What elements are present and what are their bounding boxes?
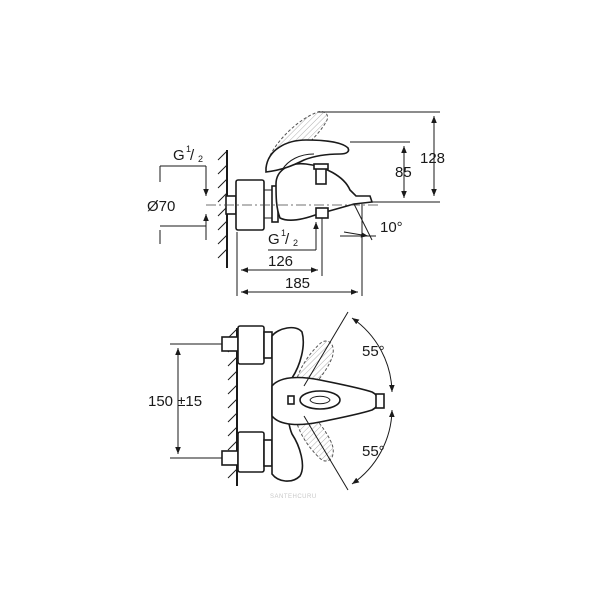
- dim-150: 150 ±15: [148, 343, 222, 459]
- thread-top-sub: 2: [198, 154, 203, 164]
- thread-bottom-sup: 1: [281, 228, 286, 238]
- thread-label-bottom: G 1 / 2: [268, 222, 319, 251]
- thread-top-sup: 1: [186, 144, 191, 154]
- faucet-body-side: [265, 139, 374, 262]
- dim-185-label: 185: [285, 275, 310, 292]
- thread-bottom-sub: 2: [293, 238, 298, 248]
- svg-text:/: /: [285, 231, 290, 248]
- thread-top-g: G: [173, 147, 185, 164]
- diameter-label: Ø70: [147, 198, 175, 215]
- dim-150-label: 150 ±15: [148, 393, 202, 410]
- dim-85: 85: [350, 141, 440, 203]
- angle-10-label: 10°: [380, 219, 403, 236]
- thread-bottom-g: G: [268, 231, 280, 248]
- dim-126-label: 126: [268, 253, 293, 270]
- thread-label-top: G 1 / 2: [160, 144, 209, 196]
- dim-angle-10: 10°: [340, 203, 403, 241]
- connector-upper: [221, 325, 273, 365]
- lever-front: [271, 376, 385, 426]
- dim-128: 128: [318, 111, 445, 196]
- svg-text:/: /: [190, 147, 195, 164]
- angle-upper-label: 55°: [362, 343, 385, 360]
- dim-128-label: 128: [420, 150, 445, 167]
- angle-arc-upper: 55°: [303, 311, 395, 393]
- angle-arc-lower: 55°: [303, 409, 395, 491]
- dim-85-label: 85: [395, 164, 412, 181]
- watermark: SANTEHCURU: [270, 494, 317, 500]
- side-view: G 1 / 2 Ø70 G 1 / 2 128: [147, 111, 445, 296]
- diameter-dimension: Ø70: [147, 166, 209, 244]
- connector-lower: [221, 431, 273, 473]
- angle-lower-label: 55°: [362, 443, 385, 460]
- dim-185: 185: [241, 204, 363, 296]
- front-view: 150 ±15 55° 55°: [148, 311, 395, 491]
- dim-126: 126: [236, 232, 323, 296]
